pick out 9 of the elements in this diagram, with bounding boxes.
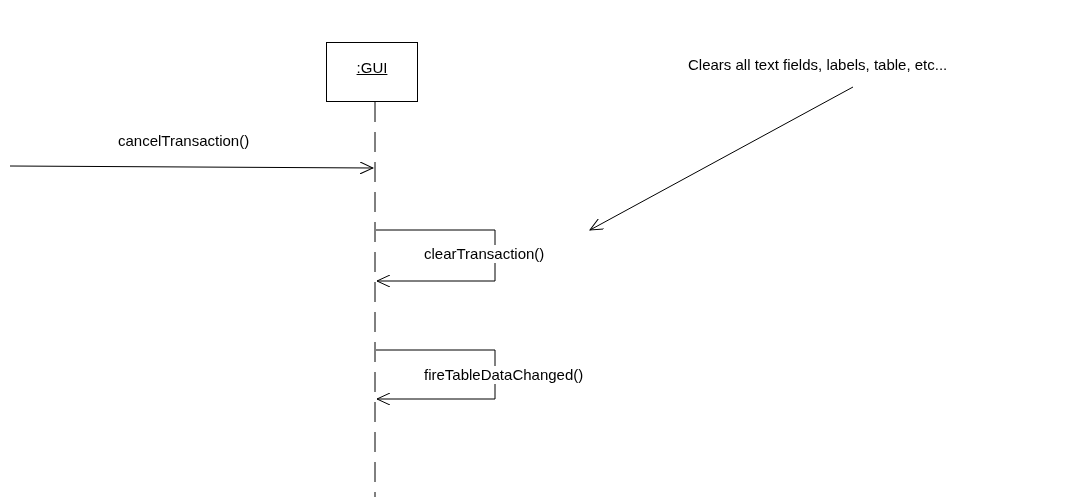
object-name: :GUI [356, 58, 388, 76]
message-label: fireTableDataChanged() [424, 366, 584, 384]
message-label: cancelTransaction() [118, 132, 250, 150]
message-label: clearTransaction() [424, 245, 545, 263]
message-arrow [9, 161, 374, 175]
leader-line [589, 86, 854, 231]
note-text: Clears all text fields, labels, table, etc... [688, 56, 948, 73]
self-message-arrow [375, 229, 496, 288]
self-message-arrow [375, 349, 496, 406]
